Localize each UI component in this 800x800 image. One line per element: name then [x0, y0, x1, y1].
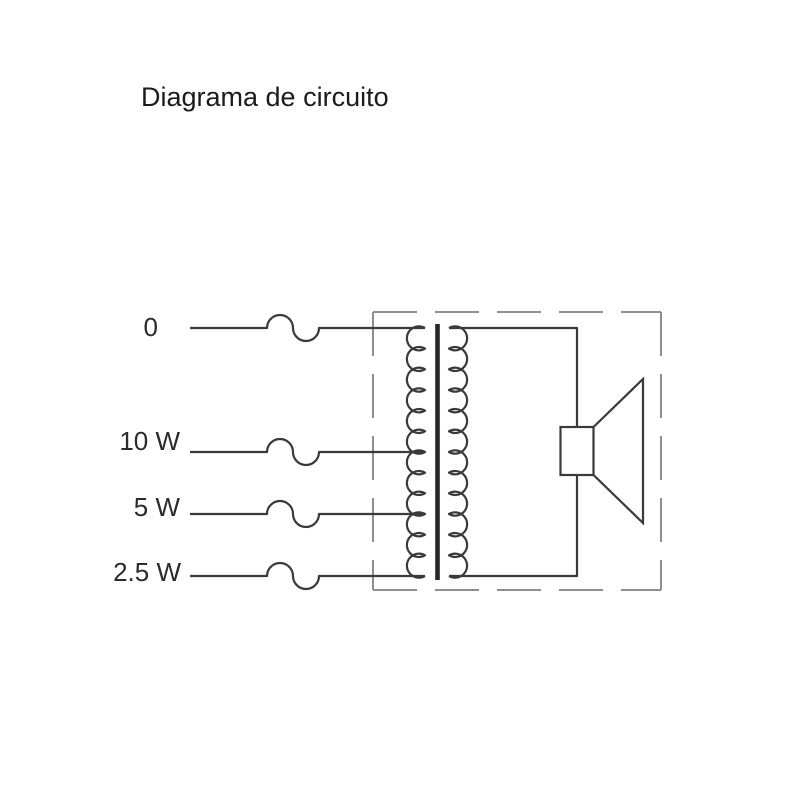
tap-wire-5w	[190, 499, 425, 529]
tap-wire-2.5w	[190, 561, 425, 591]
speaker-icon	[559, 376, 645, 526]
transformer-secondary-coil	[447, 325, 469, 579]
speaker-cone	[592, 376, 645, 526]
tap-wire-0	[190, 313, 425, 343]
tap-label-2.5w: 2.5 W	[113, 557, 181, 587]
transformer-icon	[405, 324, 469, 580]
speaker-wire-top	[449, 326, 579, 427]
transformer-primary-coil	[405, 325, 427, 579]
page-title: Diagrama de circuito	[141, 82, 389, 112]
speaker-driver	[559, 425, 595, 477]
tap-label-0: 0	[143, 312, 158, 342]
tap-label-5w: 5 W	[133, 492, 180, 522]
tap-label-10w: 10 W	[119, 426, 180, 456]
speaker-wire-bottom	[449, 475, 579, 578]
tap-wire-10w	[190, 437, 425, 467]
